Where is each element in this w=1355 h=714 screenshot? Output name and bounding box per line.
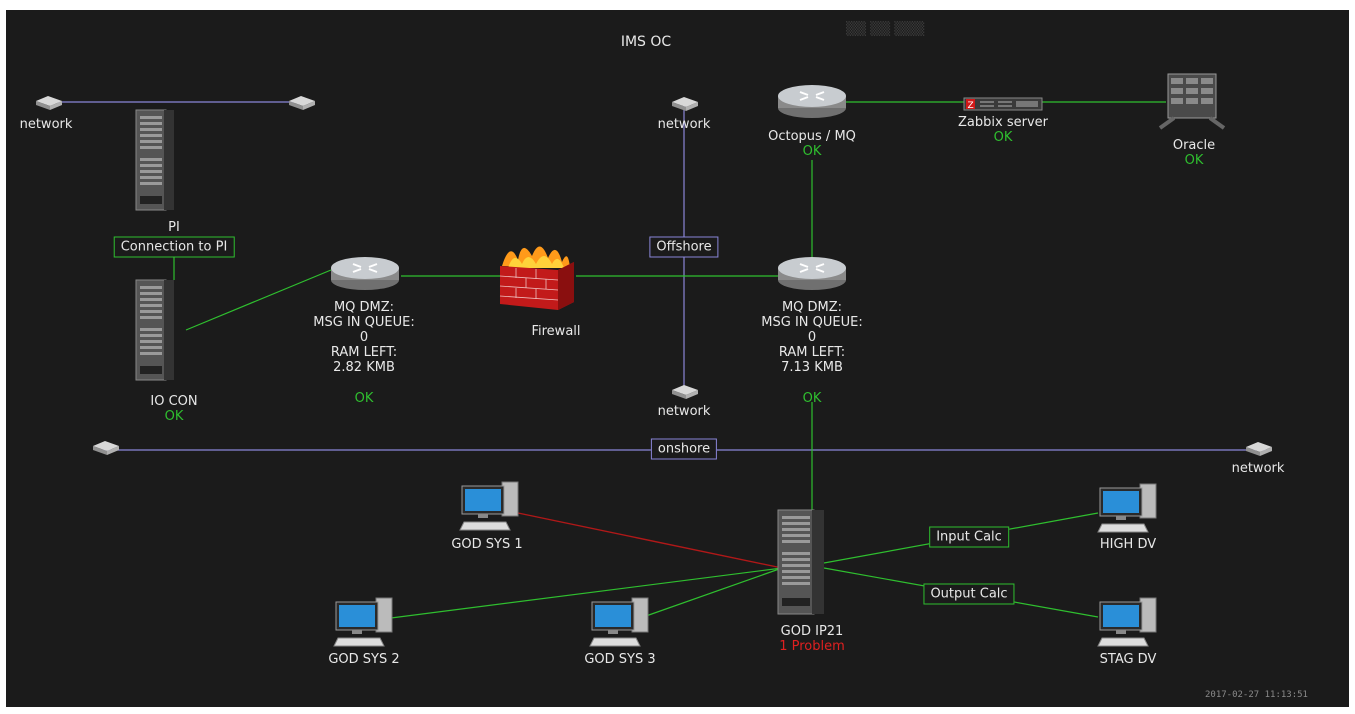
ram-left-label: RAM LEFT: [778, 345, 846, 360]
workstation-icon[interactable] [1096, 596, 1160, 648]
node-label-firewall: Firewall [531, 324, 581, 339]
msg-in-queue-value: 0 [359, 330, 369, 345]
status-ok: OK [993, 130, 1013, 145]
network-label: network [657, 117, 711, 132]
status-ok: OK [802, 391, 822, 406]
link-label-output-calc[interactable]: Output Calc [923, 583, 1015, 605]
workstation-icon[interactable] [588, 596, 652, 648]
status-problem[interactable]: 1 Problem [779, 639, 845, 654]
node-label-god-sys-2: GOD SYS 2 [328, 652, 400, 667]
network-map: IMS OC ▒▒ ▒▒ ▒▒▒ network network network… [6, 10, 1349, 707]
node-label-god-sys-1: GOD SYS 1 [451, 537, 523, 552]
status-ok: OK [802, 144, 822, 159]
link-label-offshore[interactable]: Offshore [649, 236, 719, 258]
switch-icon[interactable] [91, 440, 121, 456]
node-label-high-dv: HIGH DV [1099, 537, 1157, 552]
link-label-input-calc[interactable]: Input Calc [929, 526, 1009, 548]
switch-icon[interactable] [34, 95, 64, 111]
status-ok: OK [354, 391, 374, 406]
link-godsys3-godip21 [645, 567, 783, 617]
router-icon[interactable] [329, 254, 401, 292]
firewall-icon[interactable] [496, 236, 576, 312]
link-ioconn-mqleft [185, 269, 332, 331]
server-tower-icon[interactable] [134, 108, 176, 212]
network-label: network [1231, 461, 1285, 476]
database-server-icon[interactable] [1156, 72, 1232, 132]
status-ok: OK [1184, 153, 1204, 168]
node-label-mq-dmz: MQ DMZ: [781, 300, 843, 315]
network-label: network [657, 404, 711, 419]
msg-in-queue-label: MSG IN QUEUE: [761, 315, 863, 330]
switch-icon[interactable] [1244, 441, 1274, 457]
switch-icon[interactable] [287, 95, 317, 111]
msg-in-queue-label: MSG IN QUEUE: [313, 315, 415, 330]
map-title: IMS OC [620, 34, 672, 50]
msg-in-queue-value: 0 [807, 330, 817, 345]
node-label-god-ip21: GOD IP21 [780, 624, 844, 639]
svg-text:Z: Z [968, 101, 974, 111]
workstation-icon[interactable] [332, 596, 396, 648]
ram-left-value: 7.13 KMB [781, 360, 843, 375]
switch-icon[interactable] [670, 96, 700, 112]
link-label-connection-to-pi[interactable]: Connection to PI [113, 236, 235, 258]
rack-server-icon[interactable]: Z [962, 96, 1044, 112]
link-godsys2-godip21 [390, 567, 783, 619]
ram-left-value: 2.82 KMB [333, 360, 395, 375]
node-label-octopus: Octopus / MQ [768, 129, 856, 144]
node-label-mq-dmz: MQ DMZ: [333, 300, 395, 315]
switch-icon[interactable] [670, 384, 700, 400]
workstation-icon[interactable] [458, 480, 522, 532]
router-icon[interactable] [776, 254, 848, 292]
router-icon[interactable] [776, 82, 848, 120]
link-label-onshore[interactable]: onshore [650, 438, 718, 460]
network-label: network [19, 117, 73, 132]
ram-left-label: RAM LEFT: [330, 345, 398, 360]
server-tower-icon[interactable] [774, 508, 826, 616]
node-label-io-con: IO CON [150, 394, 198, 409]
node-label-god-sys-3: GOD SYS 3 [584, 652, 656, 667]
node-label-oracle: Oracle [1172, 138, 1216, 153]
server-tower-icon[interactable] [134, 278, 176, 382]
timestamp: 2017-02-27 11:13:51 [1205, 690, 1308, 700]
workstation-icon[interactable] [1096, 482, 1160, 534]
link-godsys1-godip21 [517, 512, 783, 569]
status-ok: OK [164, 409, 184, 424]
node-label-zabbix: Zabbix server [958, 115, 1048, 130]
node-label-pi: PI [168, 220, 180, 235]
header-artifact: ▒▒ ▒▒ ▒▒▒ [846, 22, 925, 37]
node-label-stag-dv: STAG DV [1099, 652, 1157, 667]
